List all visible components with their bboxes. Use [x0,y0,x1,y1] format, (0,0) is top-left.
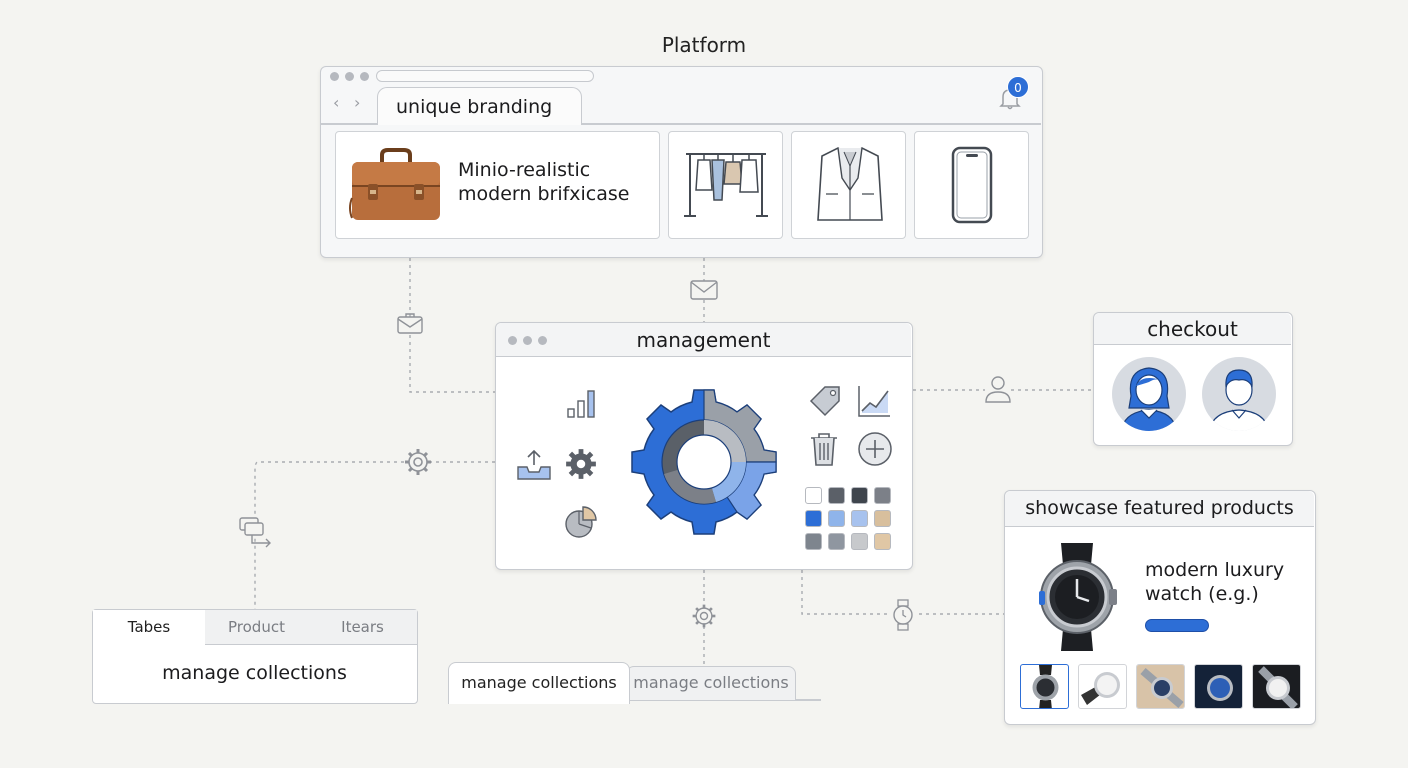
notification-badge: 0 [1007,76,1029,98]
color-swatch[interactable] [828,510,845,527]
color-swatch[interactable] [851,487,868,504]
gear-icon [402,446,434,478]
tab-manage-collections-active[interactable]: manage collections [448,662,630,704]
color-swatch[interactable] [874,510,891,527]
watch-thumbnail-5[interactable] [1252,664,1301,709]
platform-window: ‹ › unique branding 0 Minio-realistic mo… [320,66,1043,258]
bar-chart-icon[interactable] [566,387,598,419]
back-icon[interactable]: ‹ [333,93,339,112]
color-swatch[interactable] [828,533,845,550]
tab-tabes[interactable]: Tabes [93,610,205,645]
management-title: management [496,328,911,352]
showcase-window: showcase featured products modern luxury… [1004,490,1316,725]
color-swatch[interactable] [874,487,891,504]
color-swatch[interactable] [805,487,822,504]
featured-product-card[interactable]: Minio-realistic modern brifxicase [335,131,660,239]
watch-icon [890,598,916,632]
url-bar[interactable] [376,70,594,82]
tab-itears[interactable]: Itears [307,610,417,645]
central-gear-icon [627,385,781,539]
color-swatch[interactable] [805,533,822,550]
tab-product[interactable]: Product [201,610,311,645]
tabs-panel-content: manage collections [93,662,416,684]
blazer-card[interactable] [791,131,906,239]
briefcase-mail-icon [397,312,423,334]
smartphone-icon [951,146,993,224]
featured-product-label: Minio-realistic modern brifxicase [458,158,658,206]
clothing-rack-card[interactable] [668,131,783,239]
pie-chart-icon[interactable] [564,505,598,539]
smartphone-card[interactable] [914,131,1029,239]
gear-icon [690,602,718,630]
watch-product-label: modern luxury watch (e.g.) [1145,558,1310,606]
checkout-title: checkout [1094,317,1291,341]
add-circle-icon[interactable] [857,431,893,467]
color-swatch-grid[interactable] [805,487,895,553]
color-swatch[interactable] [874,533,891,550]
tab-unique-branding[interactable]: unique branding [377,87,582,125]
envelope-icon [690,280,718,300]
watch-buy-button[interactable] [1145,619,1209,632]
color-swatch[interactable] [828,487,845,504]
window-controls[interactable] [330,72,369,81]
showcase-header: showcase featured products [1005,491,1314,527]
management-header: management [496,323,911,357]
showcase-title: showcase featured products [1005,497,1314,519]
male-user-avatar[interactable] [1201,356,1277,432]
watch-thumbnail-3[interactable] [1136,664,1185,709]
luxury-watch-image [1035,541,1121,653]
line-chart-icon[interactable] [856,383,892,419]
color-swatch[interactable] [851,533,868,550]
color-swatch[interactable] [851,510,868,527]
platform-title: Platform [604,33,804,57]
watch-thumbnail-1[interactable] [1020,664,1069,709]
tab-manage-collections-inactive[interactable]: manage collections [626,666,796,700]
checkout-header: checkout [1094,313,1291,345]
color-swatch[interactable] [805,510,822,527]
collections-tabs-panel: Itears Product Tabes manage collections [92,609,418,704]
watch-thumbnail-4[interactable] [1194,664,1243,709]
transfer-icon [238,516,274,548]
female-user-avatar[interactable] [1111,356,1187,432]
forward-icon[interactable]: › [354,93,360,112]
user-icon [983,373,1013,405]
management-window: management [495,322,913,570]
watch-thumbnail-2[interactable] [1078,664,1127,709]
blazer-icon [812,144,888,224]
settings-gear-icon[interactable] [564,447,598,481]
clothing-rack-icon [680,148,772,220]
checkout-window: checkout [1093,312,1293,446]
briefcase-image [348,148,444,224]
price-tag-icon[interactable] [807,383,843,419]
upload-tray-icon[interactable] [516,447,552,481]
trash-icon[interactable] [809,431,839,467]
